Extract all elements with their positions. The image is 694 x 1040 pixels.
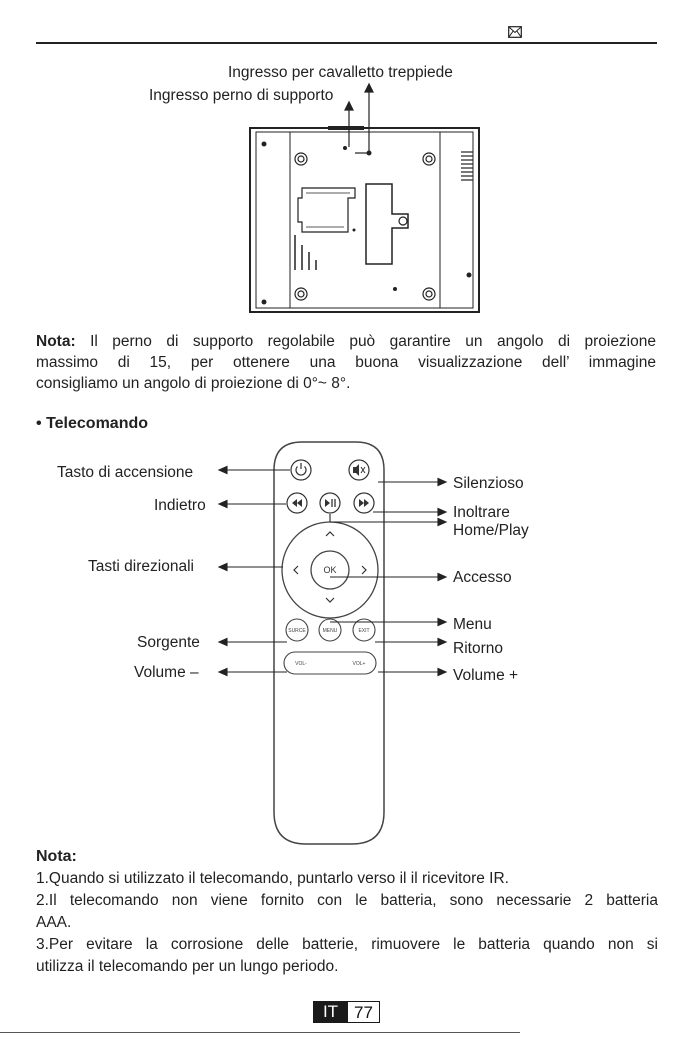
exit-button-label: EXIT (358, 628, 369, 634)
label-access: Accesso (453, 569, 512, 586)
notes-heading: Nota: (36, 848, 77, 865)
label-mute: Silenzioso (453, 475, 524, 492)
label-menu: Menu (453, 616, 492, 633)
label-volume-down: Volume – (134, 664, 199, 681)
note-line-2: massimo di 15, per ottenere una buona vi… (36, 354, 656, 371)
label-tripod-socket: Ingresso per cavalletto treppiede (228, 64, 453, 81)
section-heading: • Telecomando (36, 414, 148, 434)
remote-control-illustration: OK SURCE MENU EXIT VOL- VOL+ (217, 441, 448, 845)
note-item-2: 2.Il telecomando non viene fornito con l… (36, 892, 658, 909)
header-rule (36, 42, 657, 44)
note-item-3-cont: utilizza il telecomando per un lungo per… (36, 958, 339, 975)
label-directional: Tasti direzionali (88, 558, 194, 575)
label-volume-up: Volume + (453, 667, 519, 684)
footer-rule (0, 1032, 520, 1033)
label-source: Sorgente (137, 634, 200, 651)
label-forward: Inoltrare (453, 504, 510, 521)
note-line-1: Il perno di supporto regolabile può gara… (90, 333, 656, 350)
section-title: Telecomando (46, 415, 149, 432)
page-badge: IT 77 (313, 1001, 380, 1023)
note-item-2-cont: AAA. (36, 914, 72, 931)
page-number: 77 (348, 1001, 380, 1023)
chevron-up-icon (325, 531, 335, 537)
play-pause-icon (319, 492, 341, 514)
rewind-icon (286, 492, 308, 514)
chevron-left-icon (293, 565, 299, 575)
volume-plus-label: VOL+ (353, 661, 366, 667)
label-return: Ritorno (453, 640, 503, 657)
label-back: Indietro (154, 497, 206, 514)
fast-forward-icon (353, 492, 375, 514)
label-support-pin: Ingresso perno di supporto (149, 87, 334, 104)
note-line-3: consigliamo un angolo di proiezione di 0… (36, 375, 351, 392)
note-item-1: 1.Quando si utilizzato il telecomando, p… (36, 870, 509, 887)
label-power: Tasto di accensione (57, 464, 194, 481)
ok-button-label: OK (323, 565, 336, 575)
projector-bottom-illustration (249, 82, 480, 313)
chevron-right-icon (361, 565, 367, 575)
note-support-pin: Nota: Il perno di supporto regolabile pu… (36, 331, 656, 394)
menu-button-label: MENU (323, 628, 338, 634)
language-code: IT (313, 1001, 348, 1023)
label-home-play: Home/Play (453, 522, 529, 539)
note-label: Nota: (36, 333, 76, 350)
source-button-label: SURCE (288, 628, 306, 634)
mute-icon (348, 459, 370, 481)
volume-minus-label: VOL- (295, 661, 307, 667)
remote-notes: Nota: 1.Quando si utilizzato il telecoma… (36, 846, 658, 978)
envelope-icon (508, 26, 522, 38)
bullet-icon: • (36, 415, 42, 432)
power-icon (290, 459, 312, 481)
chevron-down-icon (325, 597, 335, 603)
note-item-3: 3.Per evitare la corrosione delle batter… (36, 936, 658, 953)
